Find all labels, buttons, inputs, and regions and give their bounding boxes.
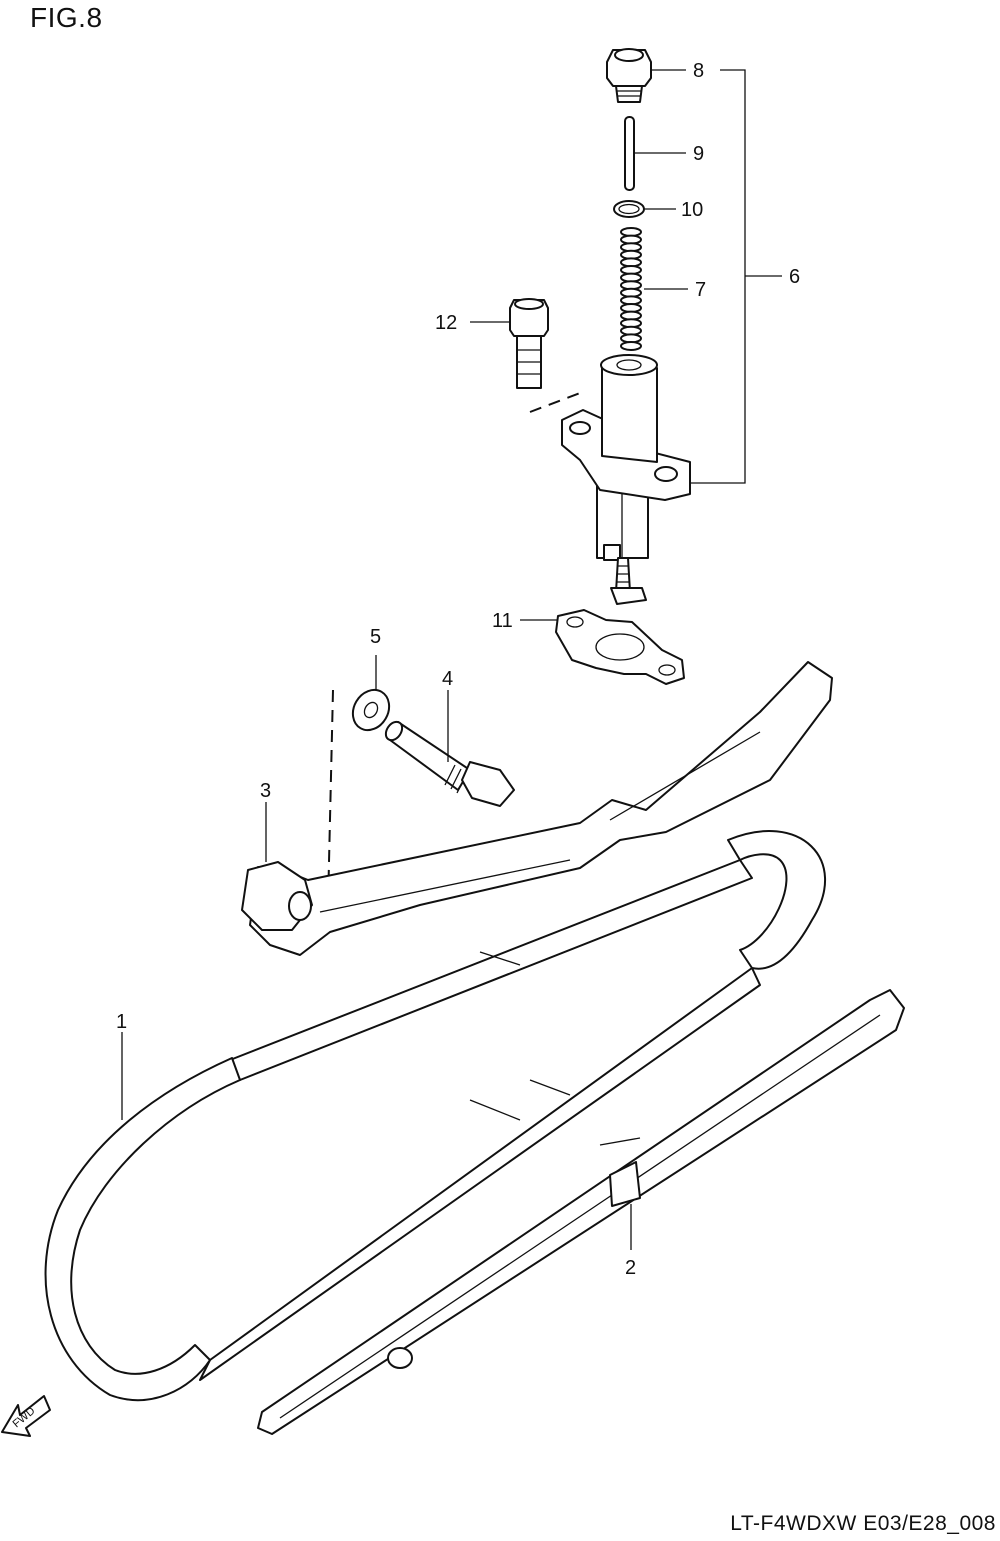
drawing-code: LT-F4WDXW E03/E28_008 — [730, 1512, 996, 1535]
part-8-bolt — [606, 48, 652, 103]
part-10-o-ring — [613, 200, 645, 218]
fwd-direction-arrow: FWD — [1, 1395, 51, 1437]
callout-7: 7 — [695, 279, 706, 301]
part-4-pivot-bolt — [384, 720, 515, 807]
part-2-chain-guide — [257, 989, 905, 1435]
callout-6: 6 — [789, 266, 800, 288]
callout-3: 3 — [260, 780, 271, 802]
part-5-washer — [351, 688, 391, 732]
part-1-cam-chain — [44, 830, 826, 1402]
callout-5: 5 — [370, 626, 381, 648]
mount-dash-line-5 — [300, 689, 334, 906]
leader-lines — [121, 69, 782, 1250]
part-12-bolt — [509, 298, 549, 389]
part-9-pin — [624, 116, 635, 191]
figure-label: FIG.8 — [30, 2, 103, 33]
spring-coil — [620, 341, 642, 351]
part-7-spring — [620, 227, 642, 351]
callout-2: 2 — [625, 1257, 636, 1279]
callout-8: 8 — [693, 60, 704, 82]
callout-4: 4 — [442, 668, 453, 690]
callout-9: 9 — [693, 143, 704, 165]
part-3-tensioner-guide — [241, 661, 833, 956]
part-11-gasket — [555, 609, 685, 685]
callout-1: 1 — [116, 1011, 127, 1033]
mount-dash-line-12 — [529, 392, 581, 413]
tensioner-body — [561, 354, 691, 605]
callout-12: 12 — [435, 312, 457, 334]
callout-labels: 8 9 10 7 6 12 11 5 4 3 1 2 — [116, 60, 800, 1279]
callout-11: 11 — [492, 610, 513, 632]
callout-10: 10 — [681, 199, 703, 221]
